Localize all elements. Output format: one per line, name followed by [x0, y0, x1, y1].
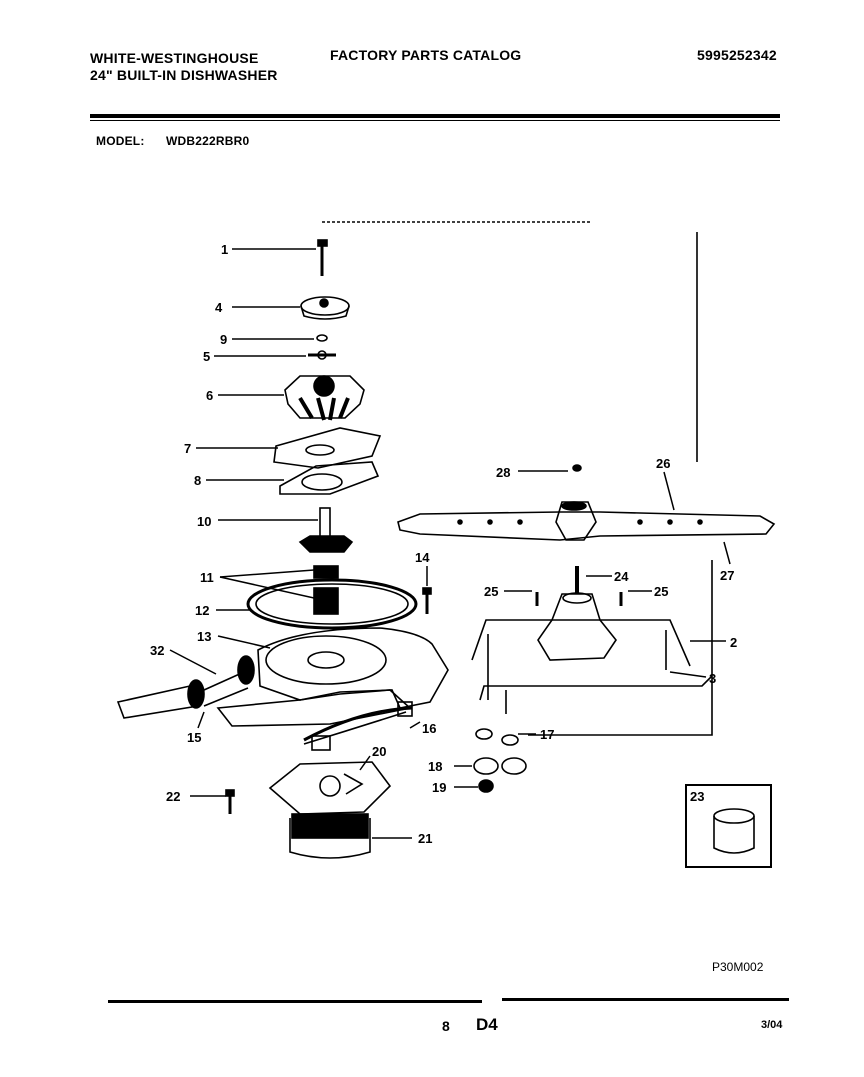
part-10-impeller — [298, 507, 354, 553]
callout-10: 10 — [197, 514, 211, 529]
part-1-screw — [317, 239, 328, 276]
callout-3: 3 — [709, 671, 716, 686]
model-label: MODEL: — [96, 134, 145, 148]
callout-27: 27 — [720, 568, 734, 583]
part-12-ring — [246, 578, 418, 630]
part-6-housing — [284, 375, 365, 421]
footer-rule-left — [108, 1000, 482, 1003]
callout-22: 22 — [166, 789, 180, 804]
callout-9: 9 — [220, 332, 227, 347]
part-8-gasket — [279, 461, 380, 495]
callout-8: 8 — [194, 473, 201, 488]
page-number: 8 — [442, 1018, 450, 1034]
callout-1: 1 — [221, 242, 228, 257]
part-14-screw — [422, 587, 432, 614]
part-26-spray-arm — [397, 501, 776, 541]
callout-32: 32 — [150, 643, 164, 658]
part-20-motor-mount — [268, 761, 392, 815]
callout-23: 23 — [690, 789, 704, 804]
callout-16: 16 — [422, 721, 436, 736]
part-9-ring — [316, 334, 328, 342]
callout-17: 17 — [540, 727, 554, 742]
callout-12: 12 — [195, 603, 209, 618]
callout-2: 2 — [730, 635, 737, 650]
callout-labels: 1 4 9 5 6 7 8 10 11 12 13 32 15 14 16 20… — [150, 242, 737, 846]
part-24-arm-support — [537, 566, 617, 661]
callout-6: 6 — [206, 388, 213, 403]
model-value: WDB222RBR0 — [166, 134, 250, 148]
catalog-part-number: 5995252342 — [697, 47, 777, 63]
header-rule-thick — [90, 114, 780, 118]
callout-13: 13 — [197, 629, 211, 644]
product-name: 24" BUILT-IN DISHWASHER — [90, 67, 278, 83]
frame-right-line-lower — [528, 560, 713, 736]
part-4-cap — [300, 296, 350, 320]
callout-18: 18 — [428, 759, 442, 774]
callout-19: 19 — [432, 780, 446, 795]
catalog-title: FACTORY PARTS CATALOG — [330, 47, 522, 63]
part-11-seals — [313, 565, 339, 615]
drawing-code: P30M002 — [712, 960, 764, 974]
part-18-grommets — [473, 757, 527, 775]
part-17-washers — [475, 728, 519, 746]
brand-name: WHITE-WESTINGHOUSE — [90, 50, 259, 66]
callout-14: 14 — [415, 550, 430, 565]
part-16-clamp — [303, 701, 413, 751]
callout-5: 5 — [203, 349, 210, 364]
part-28-ring — [572, 464, 582, 472]
callout-21: 21 — [418, 831, 432, 846]
part-25-screws — [535, 592, 623, 606]
part-21-motor — [289, 813, 371, 859]
callout-26: 26 — [656, 456, 670, 471]
footer-rule-right — [502, 998, 789, 1001]
callout-7: 7 — [184, 441, 191, 456]
callout-25-right: 25 — [654, 584, 668, 599]
revision-date: 3/04 — [761, 1019, 783, 1031]
leader-lines — [169, 248, 731, 839]
part-19-nut — [478, 779, 494, 793]
part-5-spacer — [308, 350, 336, 360]
section-code: D4 — [476, 1015, 498, 1034]
callout-24: 24 — [614, 569, 629, 584]
callout-11: 11 — [200, 570, 214, 585]
part-32-inlet-tube — [116, 655, 255, 719]
callout-25-left: 25 — [484, 584, 498, 599]
callout-28: 28 — [496, 465, 510, 480]
part-13-pump-body — [216, 627, 449, 727]
part-7-plate — [273, 427, 382, 469]
part-3-wire-support — [471, 619, 713, 714]
part-22-screw — [225, 789, 235, 814]
part-23-box — [685, 784, 772, 868]
callout-4: 4 — [215, 300, 223, 315]
callout-15: 15 — [187, 730, 201, 745]
header-rule-thin — [90, 120, 780, 121]
callout-20: 20 — [372, 744, 386, 759]
